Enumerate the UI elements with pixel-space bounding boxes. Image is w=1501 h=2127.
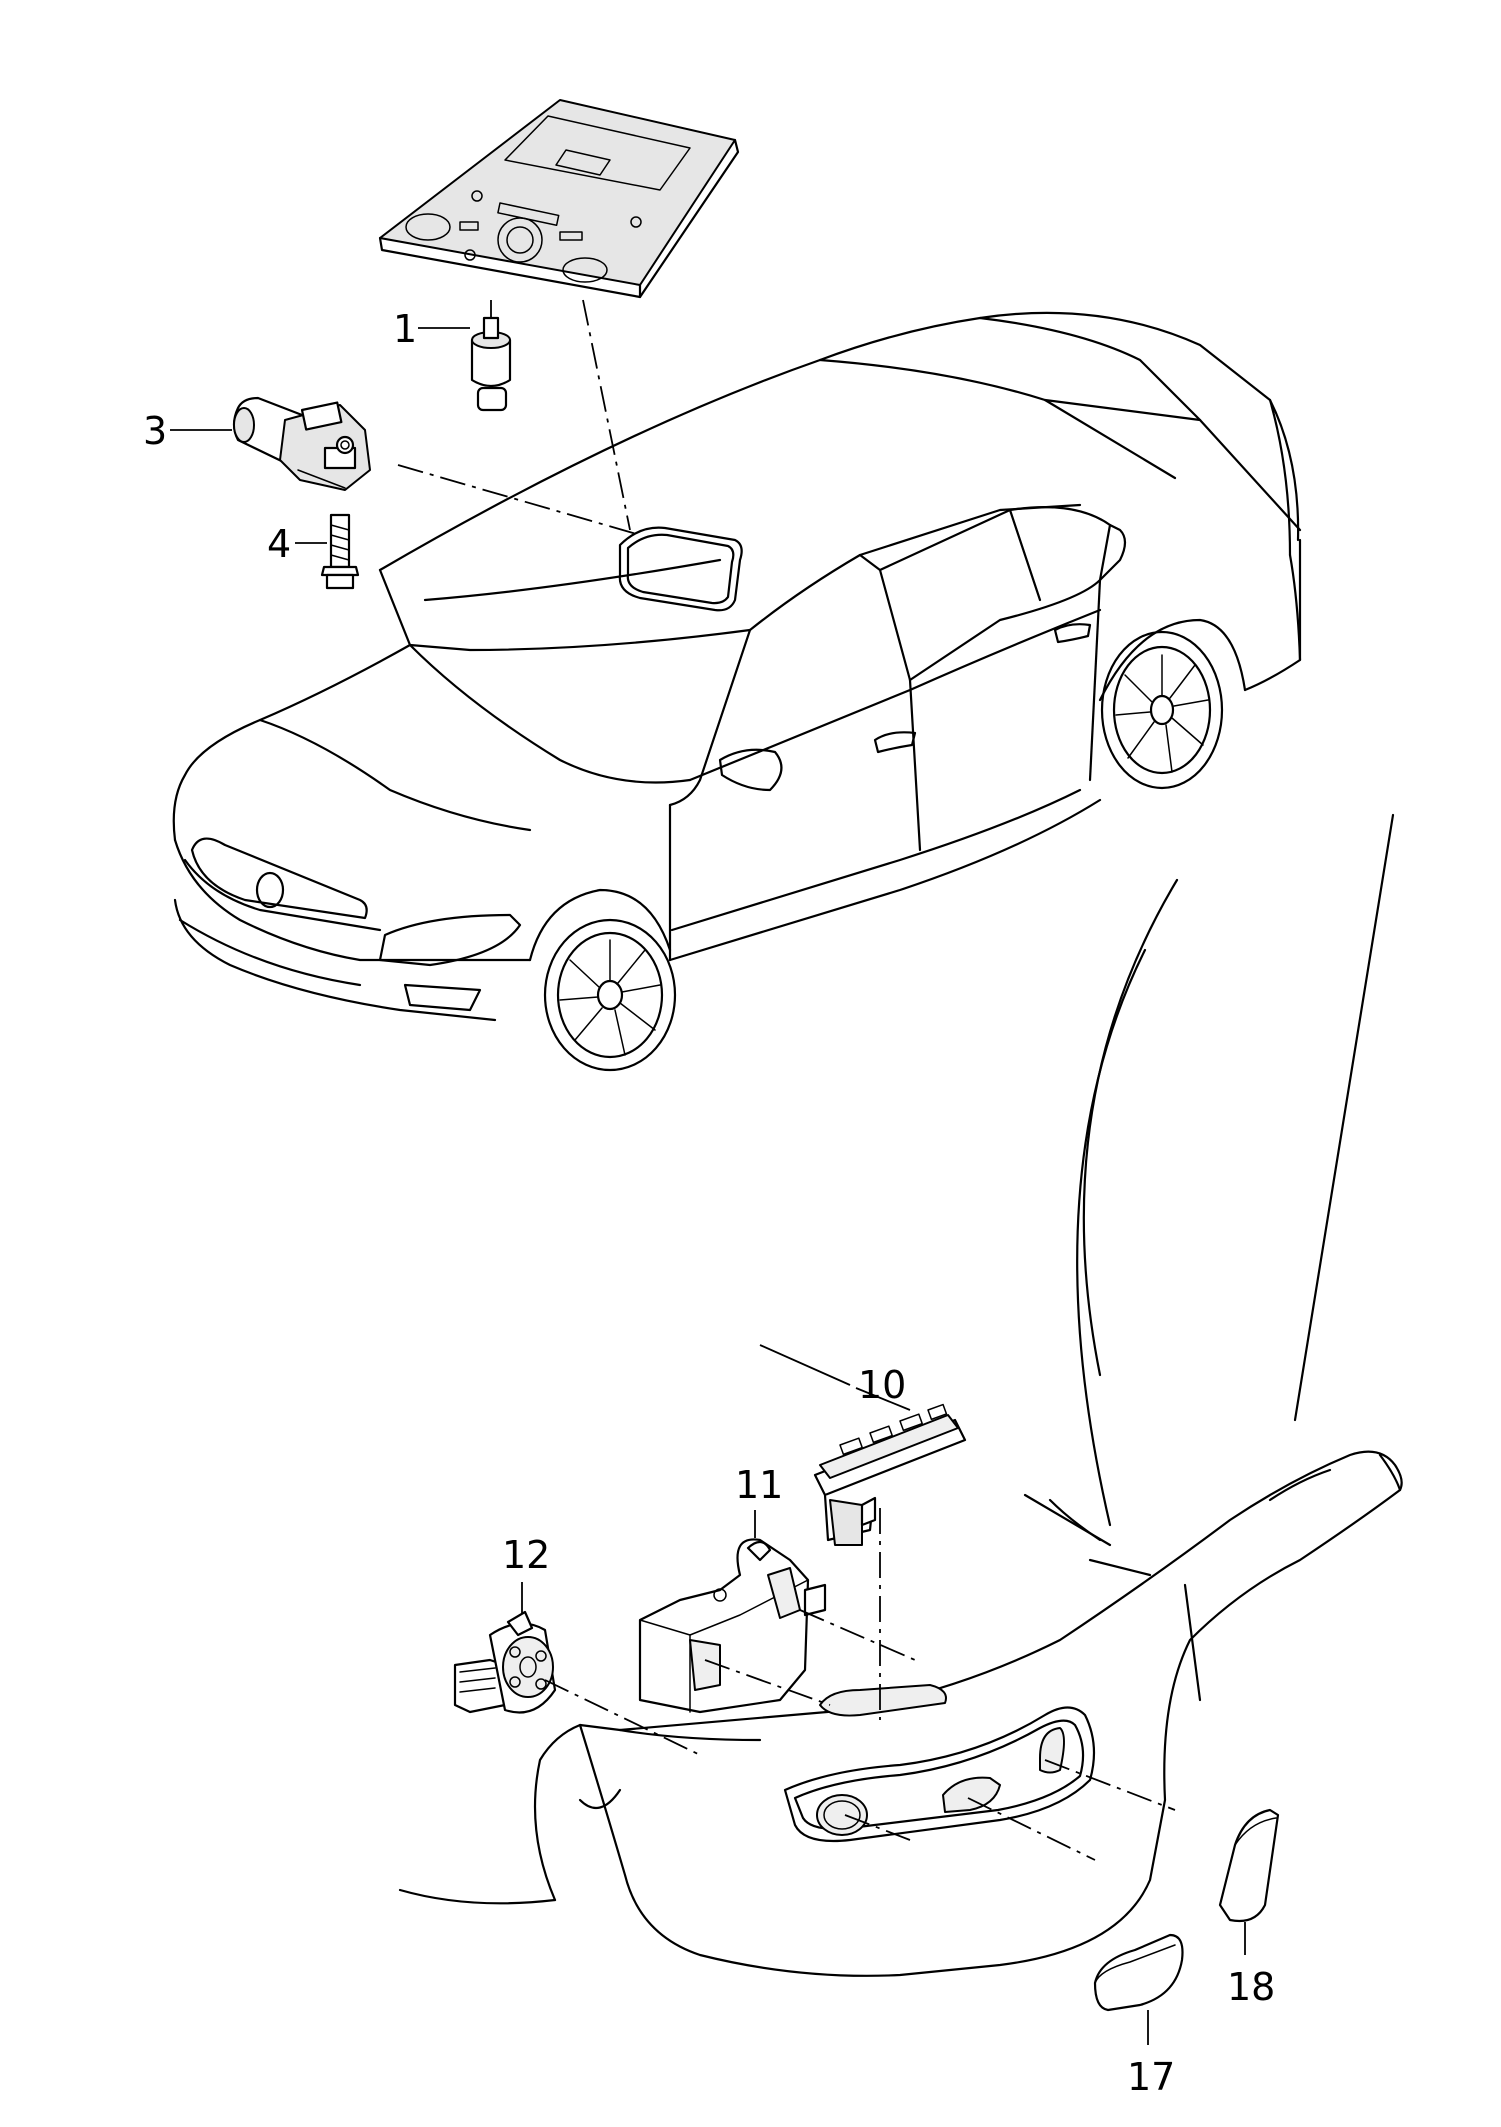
- assembly-line-11b: [799, 1609, 916, 1661]
- callout-1: 1: [393, 307, 417, 351]
- part-12-rotary-switch: [453, 1582, 557, 1714]
- callout-4: 4: [267, 522, 291, 566]
- leader-10: [855, 1387, 911, 1411]
- callout-18: 18: [1227, 1965, 1275, 2009]
- assembly-line-17: [967, 1797, 1096, 1861]
- part-17-knob-cap: [1093, 1933, 1184, 2045]
- assembly-line-knob: [844, 1814, 911, 1841]
- callout-17: 17: [1127, 2055, 1175, 2099]
- car-sedan-outline: [172, 311, 1302, 1072]
- overhead-console-panel: [378, 99, 740, 299]
- assembly-line-console: [582, 299, 631, 531]
- part-18-lever-cap: [1218, 1808, 1280, 1955]
- part-4-bolt: [320, 513, 360, 590]
- part-1-bulb-socket: [470, 300, 512, 412]
- part-3-sensor-unit: [232, 396, 371, 491]
- assembly-line-12: [544, 1679, 701, 1756]
- callout-3: 3: [143, 409, 167, 453]
- callout-11: 11: [735, 1463, 783, 1507]
- seat-back-outline: [759, 813, 1395, 1702]
- assembly-line-sensor: [397, 464, 641, 536]
- callout-10: 10: [858, 1363, 906, 1407]
- callout-12: 12: [502, 1533, 550, 1577]
- part-10-switch-panel: [813, 1403, 967, 1546]
- part-11-control-module: [638, 1510, 827, 1714]
- seat-cushion: [398, 1450, 1403, 1977]
- assembly-line-11a: [704, 1659, 831, 1706]
- assembly-line-18: [1044, 1759, 1176, 1811]
